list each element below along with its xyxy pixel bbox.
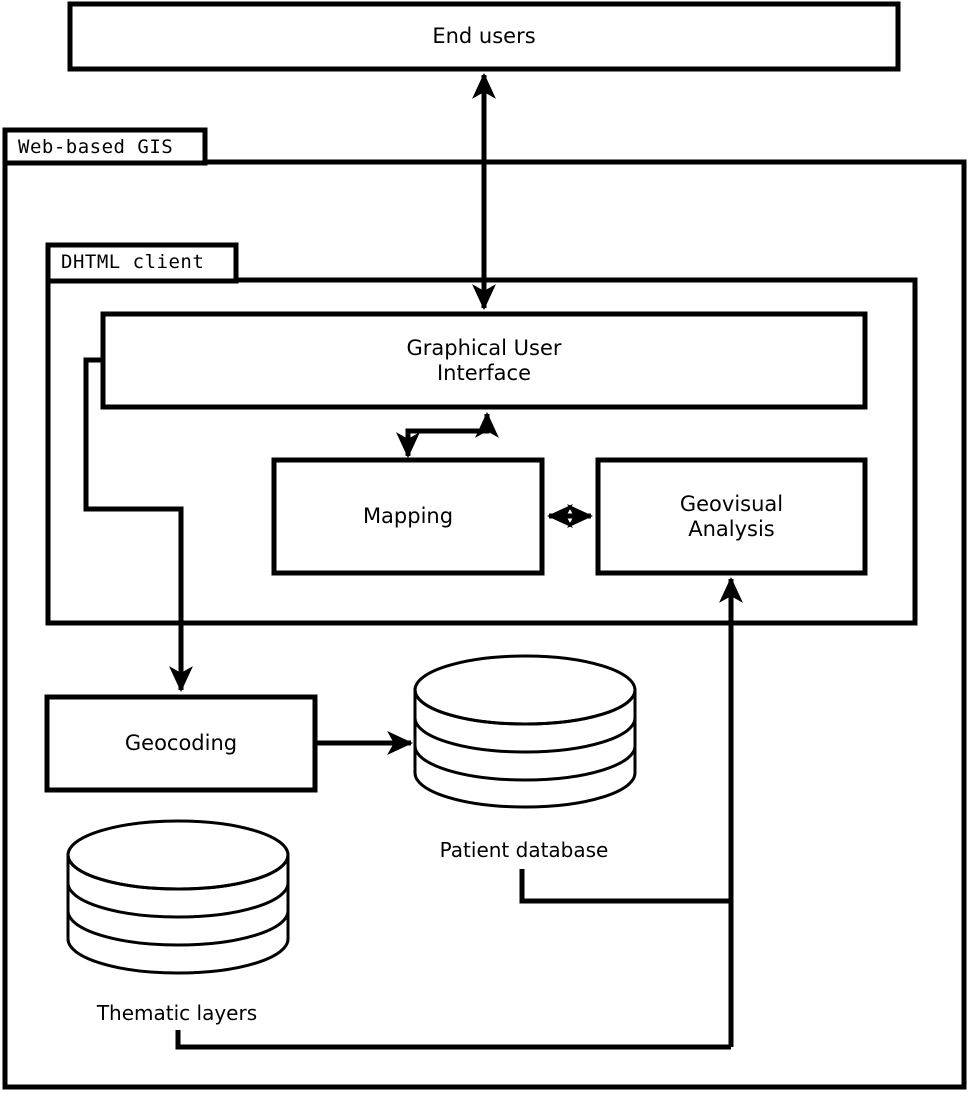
edge-thematiclayers-geovisual [175,1030,731,1050]
thematic-layers-cylinder [66,819,290,975]
edge-gui-mapping [396,411,499,459]
geocoding-box [44,694,318,793]
geovisual-analysis-box [595,457,868,576]
edge-patientdb-geovisual [519,869,731,904]
graphical-user-interface-box [100,311,868,410]
mapping-box [271,457,545,576]
edge-gui-geocoding [83,357,193,693]
patient-database-cylinder [413,654,637,809]
end-users-box [67,1,901,72]
